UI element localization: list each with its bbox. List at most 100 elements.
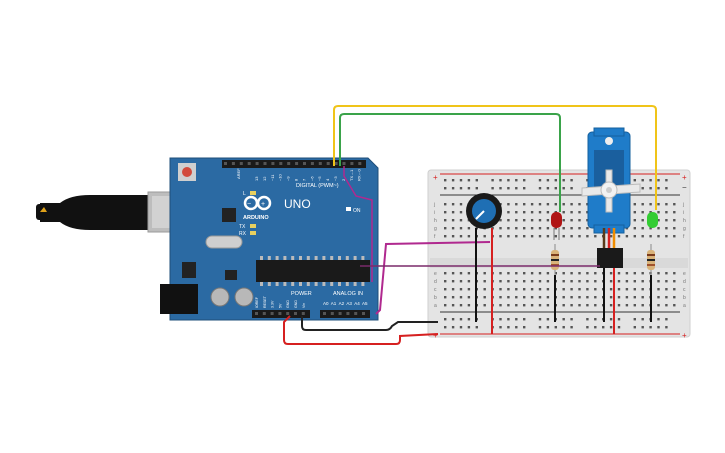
header-hole[interactable] xyxy=(279,162,283,165)
potentiometer[interactable] xyxy=(466,193,502,229)
breadboard-hole xyxy=(538,235,542,238)
header-hole[interactable] xyxy=(263,162,267,165)
breadboard-hole xyxy=(665,187,668,190)
breadboard-row-letter: d xyxy=(683,279,686,285)
header-hole[interactable] xyxy=(270,312,274,315)
breadboard-hole xyxy=(515,203,518,206)
breadboard-hole xyxy=(523,280,526,283)
header-hole[interactable] xyxy=(326,162,330,165)
breadboard-hole xyxy=(483,235,486,238)
on-led xyxy=(346,207,351,211)
resistor-red-led[interactable] xyxy=(551,244,559,275)
header-hole[interactable] xyxy=(330,312,334,315)
breadboard-hole xyxy=(515,272,518,275)
header-hole[interactable] xyxy=(255,162,259,165)
breadboard-hole xyxy=(451,211,455,214)
reset-button-cap[interactable] xyxy=(182,167,192,177)
rail-plus-label-br: + xyxy=(682,331,687,340)
header-hole[interactable] xyxy=(310,162,314,165)
breadboard-hole xyxy=(570,280,573,283)
breadboard-hole xyxy=(483,280,486,283)
breadboard-hole xyxy=(657,187,660,190)
chip-leg xyxy=(345,256,349,260)
breadboard-hole xyxy=(523,318,526,321)
wire-magenta-pot[interactable] xyxy=(375,241,491,315)
header-hole[interactable] xyxy=(354,312,358,315)
header-hole[interactable] xyxy=(255,312,258,315)
breadboard-hole xyxy=(673,235,676,238)
breadboard-hole xyxy=(459,235,463,238)
header-hole[interactable] xyxy=(342,162,346,165)
header-hole[interactable] xyxy=(295,162,299,165)
green-led[interactable] xyxy=(647,212,658,228)
breadboard-hole xyxy=(459,179,463,182)
header-hole[interactable] xyxy=(294,312,297,315)
header-hole[interactable] xyxy=(239,162,243,165)
breadboard-hole xyxy=(538,280,542,283)
header-hole[interactable] xyxy=(303,162,306,165)
wire-yellow[interactable] xyxy=(333,105,657,210)
breadboard-hole xyxy=(467,227,471,230)
wire-magenta-board[interactable] xyxy=(343,166,373,282)
breadboard-hole xyxy=(546,235,550,238)
header-hole[interactable] xyxy=(247,162,251,165)
breadboard-hole xyxy=(444,326,447,329)
chip-leg xyxy=(299,282,302,286)
digital-pin-label: TX→1 xyxy=(349,169,354,181)
wire-red-5v[interactable] xyxy=(283,315,439,345)
header-hole[interactable] xyxy=(338,312,342,315)
header-hole[interactable] xyxy=(278,312,282,315)
header-hole[interactable] xyxy=(358,162,362,165)
header-hole[interactable] xyxy=(224,162,227,165)
breadboard-hole xyxy=(467,235,471,238)
header-hole[interactable] xyxy=(262,312,266,315)
header-hole[interactable] xyxy=(362,312,365,315)
led-tx-label: TX xyxy=(239,224,246,230)
bottom-header-holes xyxy=(255,312,365,315)
breadboard-hole xyxy=(499,187,502,190)
breadboard-hole xyxy=(523,179,526,182)
breadboard-hole xyxy=(586,272,589,275)
header-hole[interactable] xyxy=(318,162,322,165)
breadboard-hole xyxy=(515,219,518,222)
breadboard-hole xyxy=(546,203,550,206)
breadboard-hole xyxy=(633,326,636,329)
breadboard-row-letter: h xyxy=(683,218,686,224)
chip-leg xyxy=(283,256,287,260)
breadboard-hole xyxy=(467,318,471,321)
breadboard-hole xyxy=(515,318,518,321)
header-hole[interactable] xyxy=(271,162,275,165)
resistor-green-led[interactable] xyxy=(647,244,655,275)
breadboard-hole xyxy=(570,318,573,321)
breadboard-hole xyxy=(578,219,581,222)
header-hole[interactable] xyxy=(334,162,338,165)
breadboard-row-letter: f xyxy=(683,234,685,240)
breadboard-row-letter: c xyxy=(683,287,686,293)
small-chip xyxy=(225,270,237,280)
header-hole[interactable] xyxy=(346,312,350,315)
breadboard-hole xyxy=(641,296,644,299)
breadboard-hole xyxy=(523,296,526,299)
header-hole[interactable] xyxy=(287,162,291,165)
header-hole[interactable] xyxy=(323,312,326,315)
breadboard-hole xyxy=(665,227,668,230)
breadboard-hole xyxy=(546,211,550,214)
breadboard-hole xyxy=(515,326,518,329)
header-hole[interactable] xyxy=(231,162,235,165)
breadboard-hole xyxy=(665,272,668,275)
red-led[interactable] xyxy=(551,212,562,240)
breadboard-hole xyxy=(594,280,597,283)
header-hole[interactable] xyxy=(301,312,305,315)
breadboard-hole xyxy=(483,288,486,291)
header-hole[interactable] xyxy=(350,162,354,165)
breadboard-hole xyxy=(499,288,502,291)
servo-horn[interactable] xyxy=(581,169,641,213)
breadboard-hole xyxy=(562,235,565,238)
breadboard-hole xyxy=(444,304,447,307)
power-pin-label: RESET xyxy=(263,295,267,308)
wire-black-gnd[interactable] xyxy=(301,316,438,331)
breadboard-hole xyxy=(594,272,597,275)
header-hole[interactable] xyxy=(286,312,290,315)
wire-green[interactable] xyxy=(339,113,561,212)
